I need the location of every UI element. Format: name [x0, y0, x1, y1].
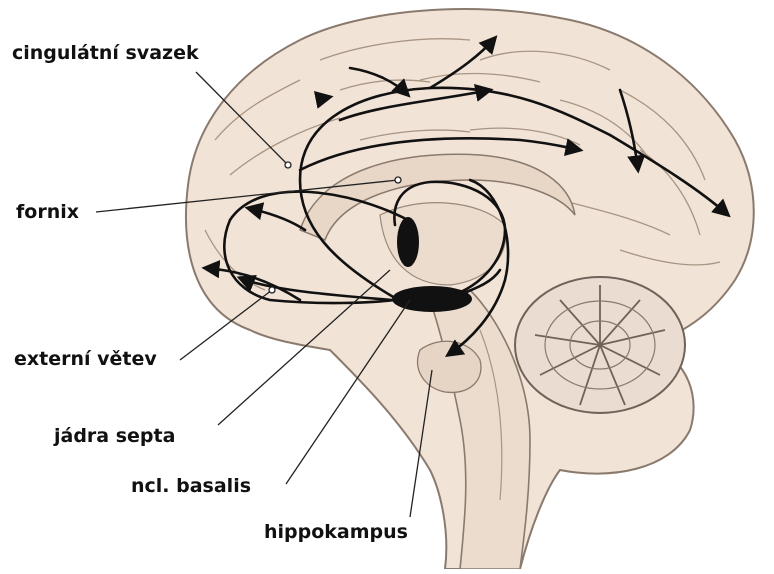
label-fornix: fornix: [16, 203, 79, 222]
label-cingulate-bundle: cingulátní svazek: [12, 44, 199, 63]
label-hippocampus: hippokampus: [264, 523, 408, 542]
cerebellum: [515, 277, 685, 413]
label-septal-nuclei: jádra septa: [54, 427, 175, 446]
label-external-branch: externí větev: [14, 350, 157, 369]
label-nucleus-basalis: ncl. basalis: [131, 477, 251, 496]
septal-nucleus: [397, 217, 419, 267]
